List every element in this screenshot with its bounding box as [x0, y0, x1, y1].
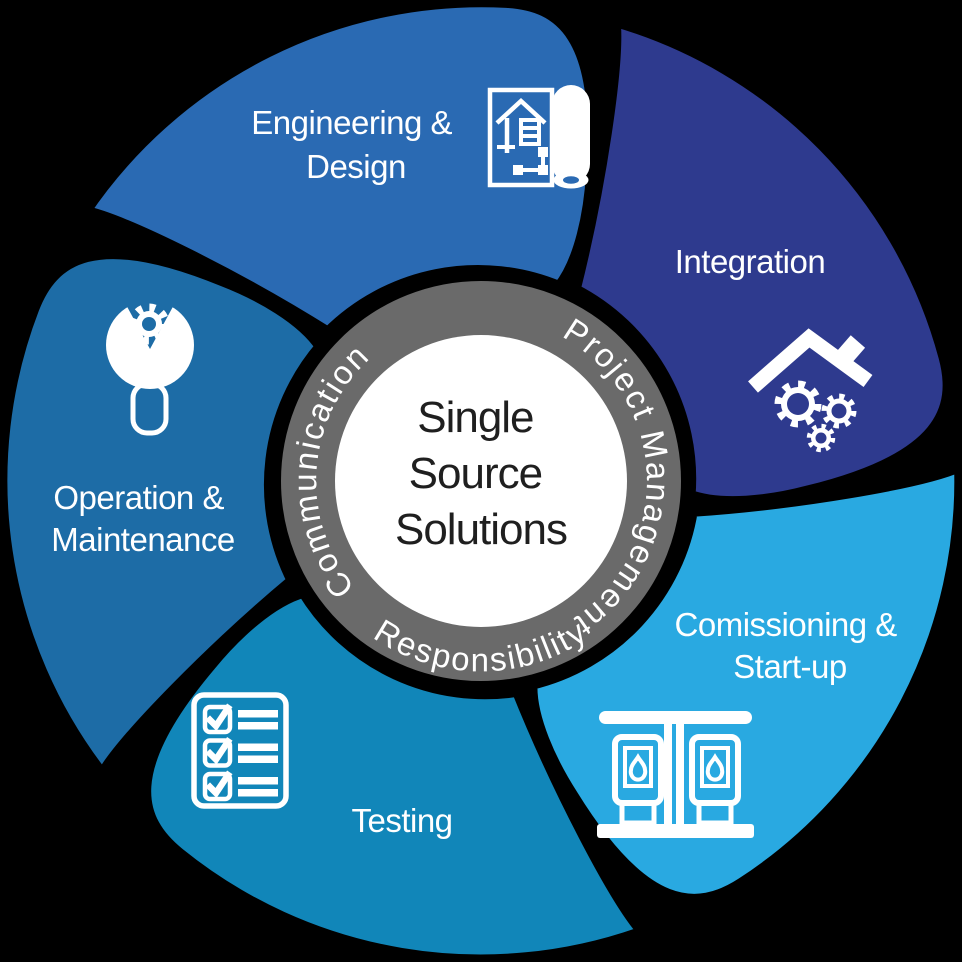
checkbox-1	[202, 704, 233, 735]
pump-left-droplet-icon	[628, 753, 648, 782]
management-ring	[281, 281, 681, 681]
checklist-line-3a	[238, 777, 278, 785]
blueprint-icon	[487, 85, 590, 189]
label-operation-maintenance: Operation & Maintenance	[51, 479, 234, 558]
blueprint-pipe-node2	[538, 165, 548, 175]
label-integration: Integration	[675, 243, 825, 280]
checkmark-icon-1	[205, 703, 233, 732]
label-comissioning-line2: Start-up	[733, 648, 846, 685]
gear-medium-hole	[831, 403, 847, 419]
pump-left-window	[623, 746, 653, 788]
label-engineering-line1: Engineering &	[251, 104, 452, 141]
wrench-gear-icon	[106, 301, 194, 436]
blueprint-pipe-node3	[513, 165, 523, 175]
blueprint-ladder	[519, 118, 541, 146]
gear-large-teeth	[774, 380, 822, 428]
center-title-line2: Source	[409, 449, 542, 498]
center-circle	[335, 335, 627, 627]
pump-machines-icon	[597, 711, 754, 838]
blueprint-ladder-rungs	[521, 126, 539, 138]
pump-column-left	[664, 724, 672, 824]
blueprint-roll-hole	[563, 176, 579, 184]
checkbox-2	[202, 738, 233, 768]
checklist-line-2a	[238, 743, 278, 751]
gear-medium-teeth	[821, 393, 857, 429]
gear-large-hole	[787, 393, 809, 415]
checklist-icon	[191, 692, 289, 809]
checklist-sheet	[191, 692, 289, 809]
pump-right-droplet-icon	[705, 753, 725, 782]
center-title-line1: Single	[417, 393, 533, 442]
pump-right-window	[700, 746, 730, 788]
blueprint-pipe-node1	[538, 147, 548, 157]
label-engineering-line2: Design	[306, 148, 406, 185]
wrench-gear-hole	[142, 317, 156, 331]
gear-small-hole	[815, 432, 827, 444]
checklist-line-3b	[238, 789, 278, 797]
pump-column-right	[676, 724, 684, 824]
label-comissioning-line1: Comissioning &	[675, 606, 898, 643]
label-comissioning-startup: Comissioning & Start-up	[675, 606, 906, 685]
checkmark-icon-3	[205, 770, 233, 799]
label-operation-line1: Operation &	[53, 479, 224, 516]
pump-base-bar	[597, 824, 754, 838]
label-engineering-design: Engineering & Design	[251, 104, 461, 185]
checkmark-icon-2	[205, 736, 233, 765]
checklist-line-1a	[238, 710, 278, 718]
pump-left-foot	[619, 800, 657, 826]
checklist-line-1b	[238, 722, 278, 730]
center-title-line3: Solutions	[395, 505, 567, 554]
checkbox-3	[202, 771, 233, 802]
blueprint-house-roof	[495, 97, 547, 125]
center-title: Single Source Solutions	[395, 393, 567, 554]
gear-small-teeth	[806, 423, 836, 453]
wrench-gear-teeth	[128, 303, 170, 345]
blueprint-roll	[552, 85, 590, 183]
label-operation-line2: Maintenance	[51, 521, 234, 558]
pump-right-foot	[696, 800, 734, 826]
house-gears-icon	[748, 328, 873, 453]
label-testing: Testing	[351, 802, 452, 839]
pump-top-bar	[599, 711, 752, 724]
house-chimney	[833, 335, 866, 368]
checklist-line-2b	[238, 755, 278, 763]
